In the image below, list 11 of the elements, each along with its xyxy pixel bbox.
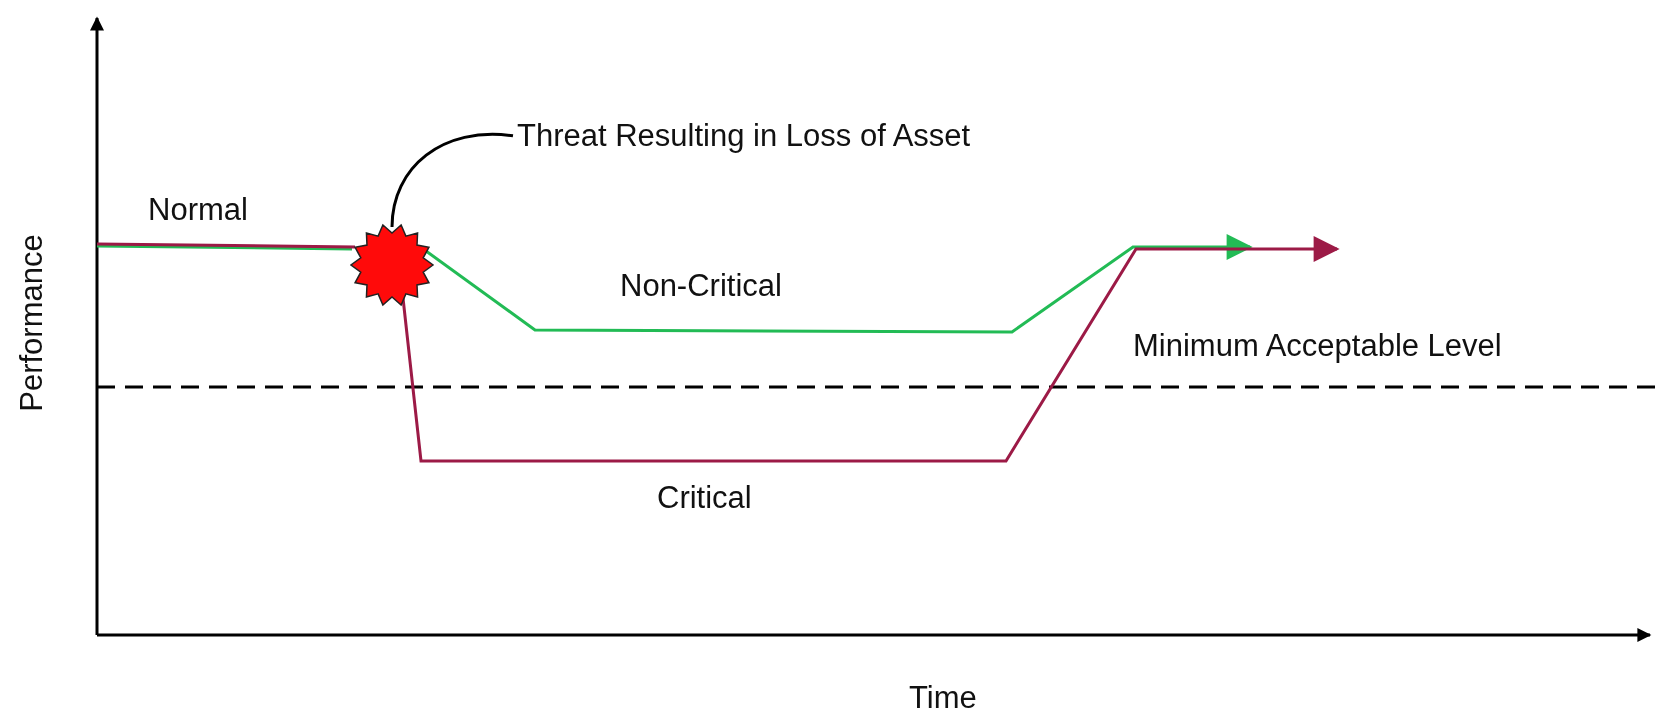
performance-curve [400, 236, 1340, 463]
curve-label: Non-Critical [620, 268, 782, 304]
curve-label: Critical [657, 480, 752, 516]
threshold-label: Minimum Acceptable Level [1133, 328, 1502, 364]
curve-label: Normal [148, 192, 248, 228]
axis-title: Time [909, 680, 977, 716]
performance-curve [97, 242, 355, 249]
performance-curve [425, 234, 1253, 334]
axis-title: Performance [14, 234, 50, 412]
leader-line [390, 132, 514, 228]
callout-text: Threat Resulting in Loss of Asset [517, 118, 971, 154]
